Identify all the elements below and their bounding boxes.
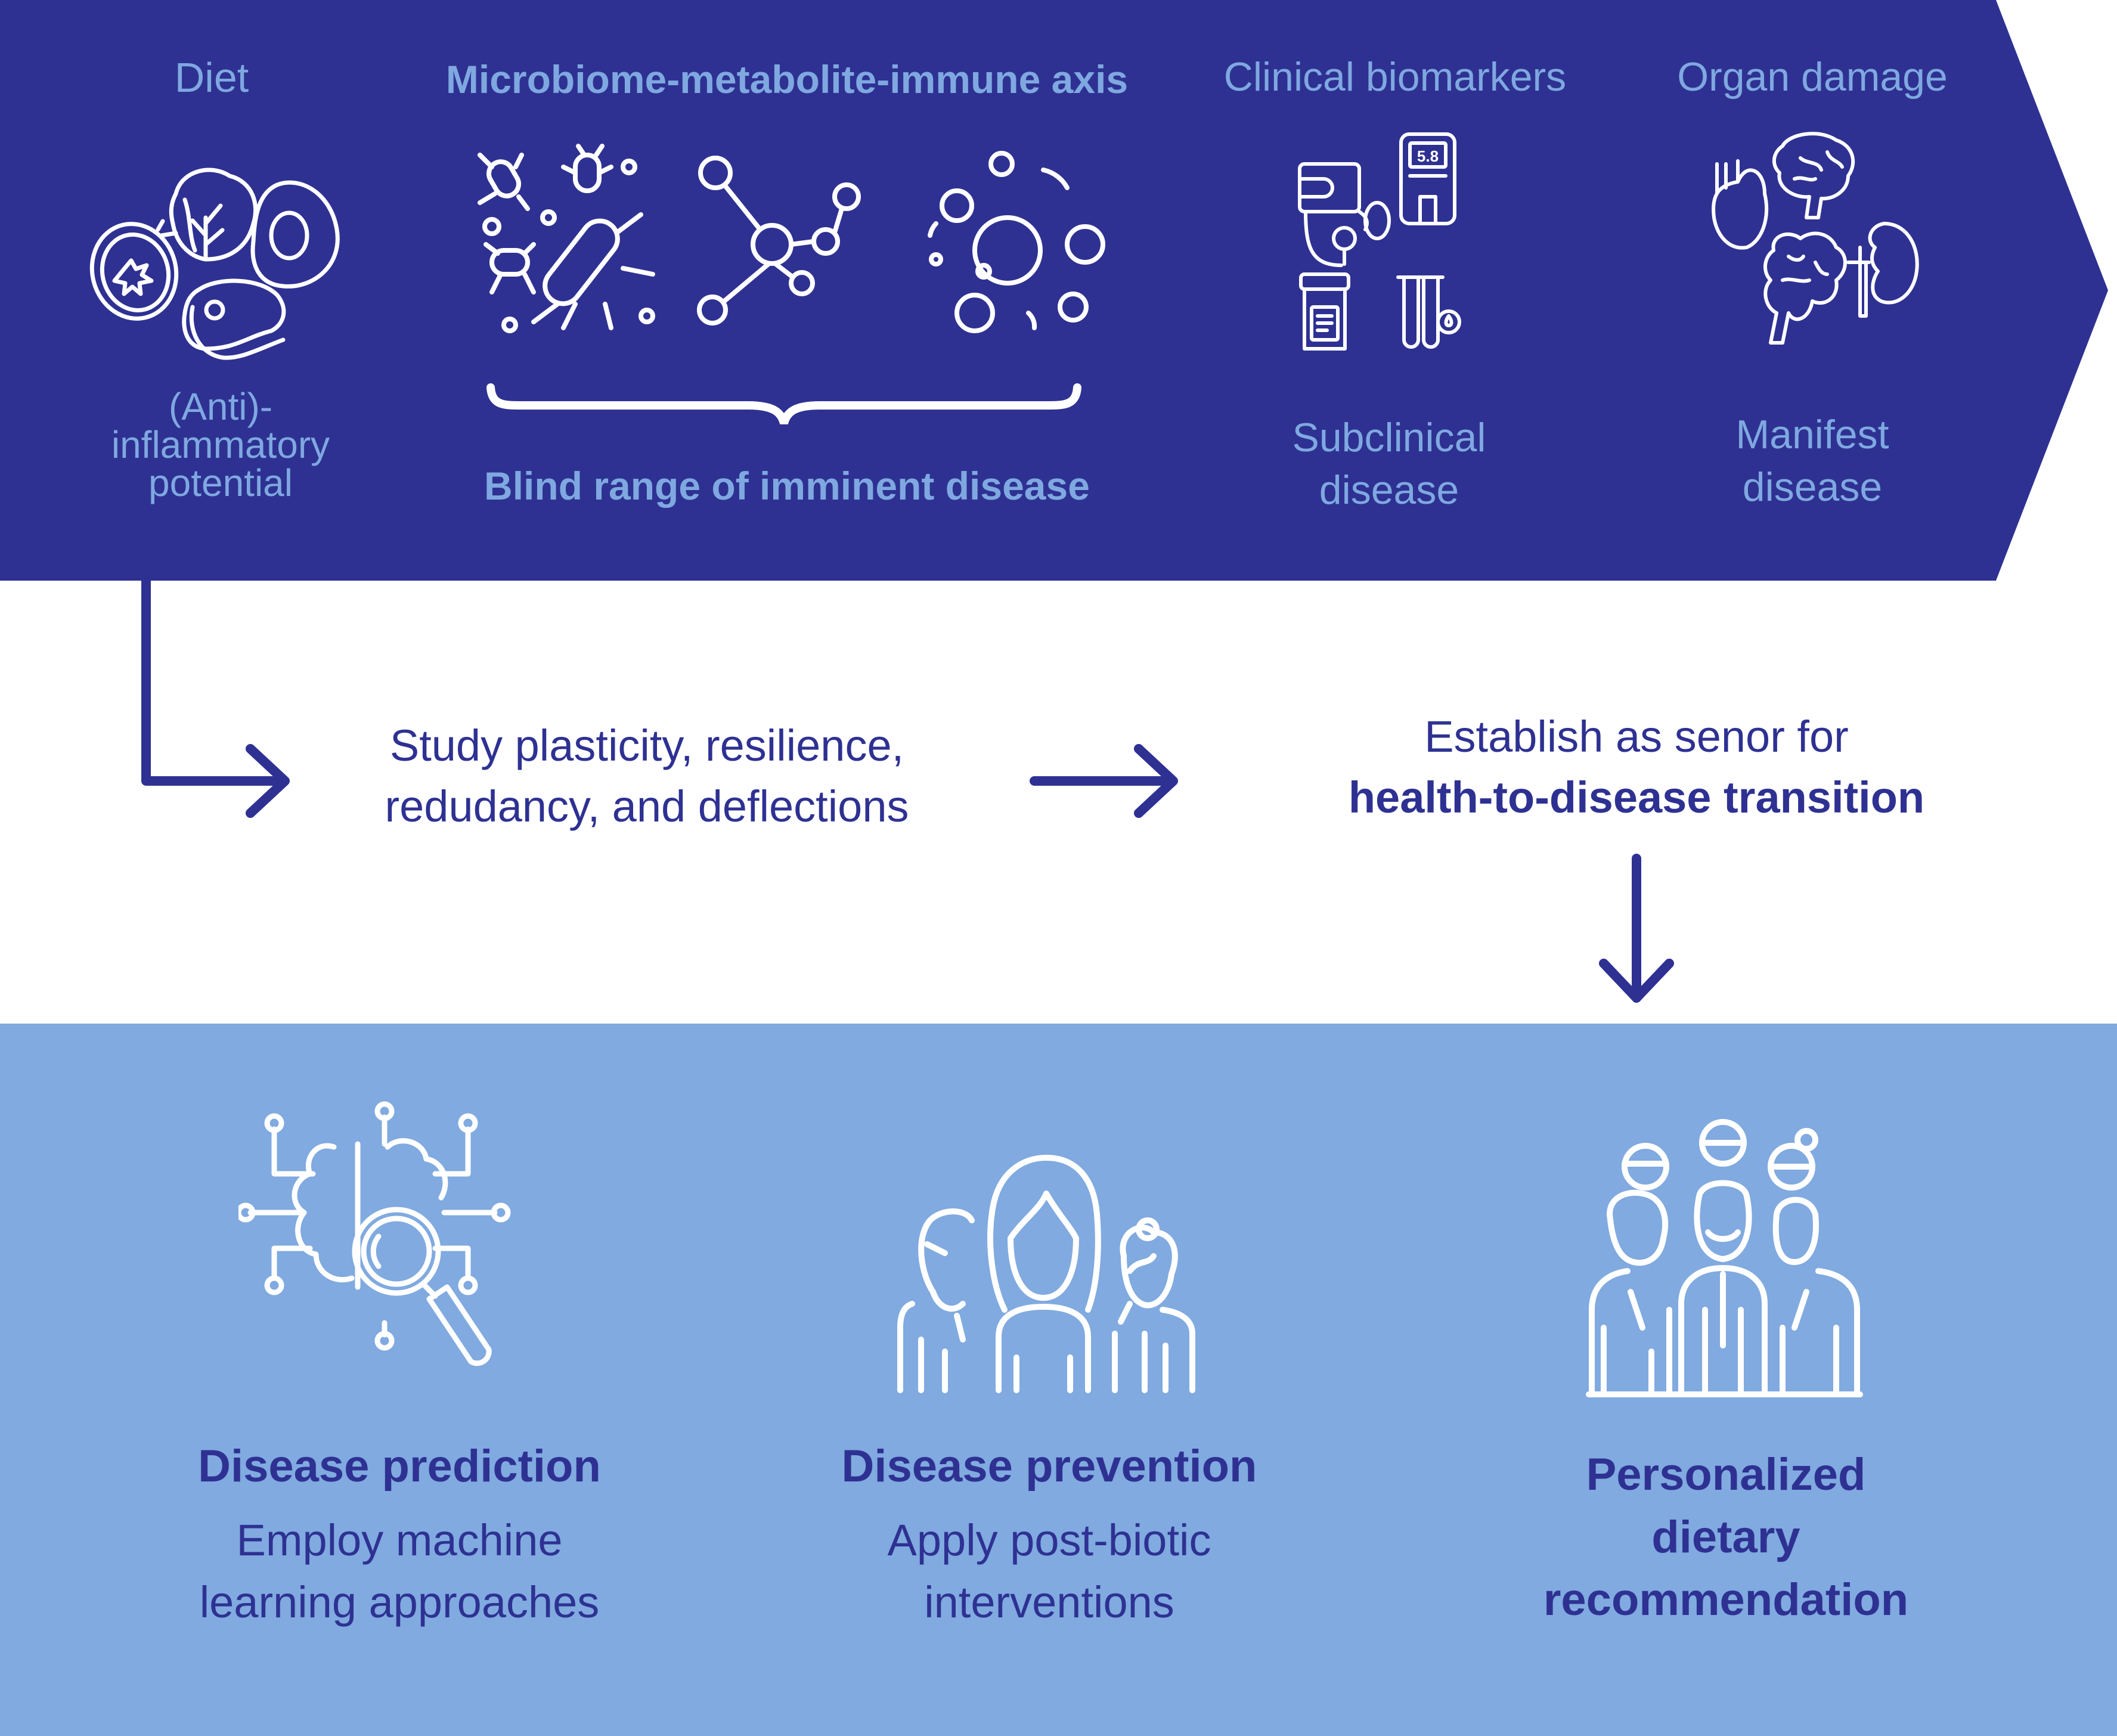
desc-line: learning approaches [199,1577,600,1627]
outcome-personalized-title: Personalized dietary recommendation [1443,1444,2009,1632]
subtitle-line: Subclinical [1292,415,1486,460]
flow-arrows [141,581,1674,1003]
elbow-arrow-line [141,581,285,786]
title-line: recommendation [1543,1574,1909,1625]
subtitle-line: disease [1319,467,1459,513]
down-arrow-head [1599,959,1674,1003]
subtitle-line: potential [148,461,293,504]
ai-brain-search-icon [235,1093,531,1394]
outcome-prevention-desc: Apply post-biotic interventions [775,1509,1323,1633]
title-line: Personalized [1586,1449,1866,1500]
elbow-arrow-head [246,744,290,818]
outcome-prediction-title: Disease prediction [198,1441,601,1492]
flow-step-study: Study plasticity, resilience, redudancy,… [310,715,984,837]
subtitle-line: (Anti)- [168,385,273,428]
glucometer-reading: 5.8 [1417,147,1439,165]
crowd-icon [1586,1113,1866,1402]
subtitle-line: Manifest [1735,412,1889,457]
stage-biomarkers-title: Clinical biomarkers [1223,54,1567,100]
stage-microbiome-title: Microbiome-metabolite-immune axis [445,57,1129,101]
desc-line: Employ machine [236,1515,563,1565]
outcome-prevention-title: Disease prevention [841,1441,1257,1492]
flow-step-line: Study plasticity, resilience, [389,721,904,770]
banner-arrow-shape [0,0,2108,581]
outcomes-panel: Disease prediction Employ machine learni… [0,1024,2117,1736]
outcome-prediction-desc: Employ machine learning approaches [119,1509,680,1633]
desc-line: interventions [924,1577,1174,1627]
stage-microbiome-subtitle: Blind range of imminent disease [484,464,1090,508]
flow-step-line: redudancy, and deflections [385,782,909,832]
desc-line: Apply post-biotic [887,1515,1211,1565]
stage-diet-title: Diet [174,54,249,101]
stage-organ-title: Organ damage [1677,54,1948,100]
flow-step-line: Establish as senor for [1424,712,1849,761]
right-arrow-head [1134,744,1178,818]
flow-step-line-bold: health-to-disease transition [1348,773,1925,823]
subtitle-line: disease [1742,464,1883,510]
people-group-icon [897,1155,1201,1396]
title-line: dietary [1651,1511,1800,1563]
stage-banner: Diet (Anti)- inflammatory potential Micr… [0,0,2117,581]
flow-step-establish: Establish as senor for health-to-disease… [1282,706,1991,828]
subtitle-line: inflammatory [111,423,330,466]
stage-diet-subtitle: (Anti)- inflammatory potential [72,388,370,502]
stage-biomarkers-subtitle: Subclinical disease [1210,411,1568,517]
stage-organ-subtitle: Manifest disease [1634,408,1991,514]
